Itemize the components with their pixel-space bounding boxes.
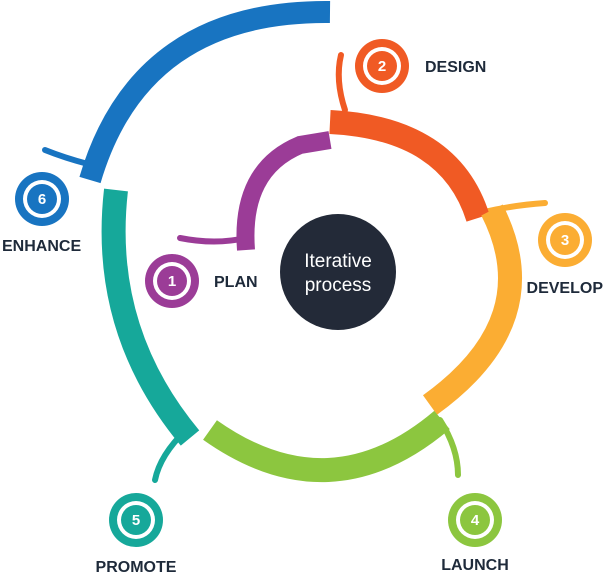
step-6-number: 6 [38, 191, 46, 208]
step-launch: 4 LAUNCH [441, 493, 509, 574]
connector-develop [481, 200, 548, 215]
step-1-label: PLAN [214, 274, 258, 291]
center-node: Iterative process [280, 214, 396, 330]
step-2-label: DESIGN [425, 59, 486, 76]
step-develop: 3 DEVELOP [527, 213, 604, 297]
connector-plan [177, 235, 249, 245]
step-1-number: 1 [168, 273, 176, 290]
connector-enhance [42, 147, 91, 167]
step-3-number: 3 [561, 232, 569, 249]
step-design: 2 DESIGN [355, 39, 486, 93]
step-promote: 5 PROMOTE [96, 493, 177, 575]
center-circle [280, 214, 396, 330]
step-5-number: 5 [132, 512, 140, 529]
step-3-dot [550, 225, 580, 255]
arc-launch [203, 410, 450, 483]
step-enhance: 6 ENHANCE [2, 172, 81, 255]
step-6-label: ENHANCE [2, 238, 81, 255]
step-plan: 1 PLAN [145, 254, 258, 308]
step-5-label: PROMOTE [96, 559, 177, 575]
step-6-dot [27, 184, 57, 214]
connector-design [335, 52, 348, 113]
arc-promote [101, 188, 200, 446]
center-text-line1: Iterative [304, 251, 372, 272]
step-4-label: LAUNCH [441, 557, 509, 574]
arc-design [329, 110, 490, 222]
step-3-label: DEVELOP [527, 280, 604, 297]
arc-plan [236, 131, 332, 251]
step-2-dot [367, 51, 397, 81]
step-4-dot [460, 505, 490, 535]
center-text-line2: process [305, 275, 372, 296]
step-1-dot [157, 266, 187, 296]
step-4-number: 4 [471, 512, 480, 529]
step-5-dot [121, 505, 151, 535]
arc-develop [422, 204, 522, 415]
arc-enhance [79, 0, 331, 184]
step-2-number: 2 [378, 58, 386, 75]
cycle-arcs [79, 0, 522, 483]
